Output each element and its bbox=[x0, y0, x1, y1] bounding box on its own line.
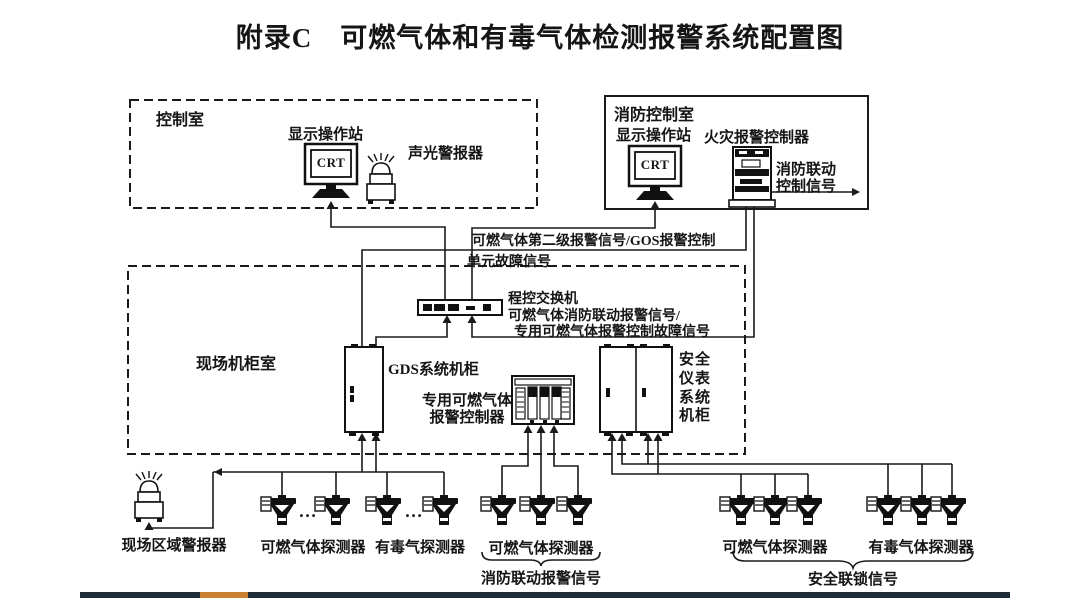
right-toxic-detector-label: 有毒气体探测器 bbox=[868, 540, 974, 556]
gas-second-level-signal-line1: 可燃气体第二级报警信号/GOS报警控制 bbox=[472, 234, 716, 249]
gds-cabinet-label: GDS系统机柜 bbox=[388, 362, 479, 378]
fire-linkage-alarm-signal-label: 消防联动报警信号 bbox=[480, 571, 601, 587]
sis-cabinet-label: 安全仪表系统机柜 bbox=[679, 352, 712, 425]
dedicated-controller-label-line1: 专用可燃气体 bbox=[421, 393, 512, 409]
arrowheads bbox=[144, 188, 860, 530]
fire-control-room-label: 消防控制室 bbox=[614, 107, 695, 124]
area-alarm-label: 现场区域警报器 bbox=[121, 538, 227, 554]
switch-note-line1: 可燃气体消防联动报警信号/ bbox=[508, 309, 680, 324]
center-combustible-detector-label: 可燃气体探测器 bbox=[488, 541, 594, 557]
fire-operator-station-label: 显示操作站 bbox=[616, 128, 692, 144]
fire-alarm-controller-icon bbox=[728, 146, 776, 208]
pabx-switch-icon bbox=[417, 299, 503, 316]
sis-cabinet-icon bbox=[599, 344, 673, 436]
fire-alarm-controller-label: 火灾报警控制器 bbox=[704, 130, 810, 146]
fire-linkage-control-signal-line2: 控制信号 bbox=[776, 179, 837, 195]
control-room-label: 控制室 bbox=[156, 112, 205, 129]
gds-cabinet-icon bbox=[344, 344, 384, 436]
crt-screen-text: CRT bbox=[316, 155, 346, 170]
sound-light-alarm-label: 声光警报器 bbox=[408, 146, 484, 162]
left-toxic-detector-label: 有毒气探测器 bbox=[374, 540, 465, 556]
sound-light-alarm-icon bbox=[366, 152, 396, 205]
page-title: 附录C 可燃气体和有毒气体检测报警系统配置图 bbox=[235, 23, 845, 53]
dedicated-gas-controller-icon bbox=[511, 375, 575, 425]
safety-interlock-signal-label: 安全联锁信号 bbox=[807, 572, 898, 588]
field-cabinet-room-box bbox=[127, 265, 746, 455]
right-combustible-detector-label: 可燃气体探测器 bbox=[722, 540, 828, 556]
fire-control-room-box bbox=[604, 95, 869, 210]
connection-lines bbox=[148, 191, 953, 529]
left-combustible-detector-label: 可燃气体探测器 bbox=[260, 540, 366, 556]
fire-linkage-control-signal-line1: 消防联动 bbox=[776, 162, 837, 178]
ellipsis-left-toxic: … bbox=[404, 501, 424, 521]
crt-monitor-icon bbox=[303, 142, 359, 200]
ellipsis-left-combustible: … bbox=[298, 501, 318, 521]
pabx-switch-label: 程控交换机 bbox=[508, 292, 578, 307]
operator-station-label: 显示操作站 bbox=[288, 127, 364, 143]
area-alarm-icon bbox=[134, 470, 164, 523]
switch-note-line2: 专用可燃气体报警控制故障信号 bbox=[514, 325, 710, 340]
gas-detector-icons bbox=[260, 494, 967, 526]
footer-divider bbox=[80, 592, 1010, 598]
footer-divider-accent bbox=[200, 592, 248, 598]
gas-second-level-signal-line2: 单元故障信号 bbox=[467, 255, 551, 270]
field-cabinet-room-label: 现场机柜室 bbox=[196, 356, 277, 373]
fire-crt-monitor-icon bbox=[627, 144, 683, 202]
dedicated-controller-label-line2: 报警控制器 bbox=[429, 410, 505, 426]
fire-crt-screen-text: CRT bbox=[640, 157, 670, 172]
brace-marks bbox=[481, 550, 974, 571]
